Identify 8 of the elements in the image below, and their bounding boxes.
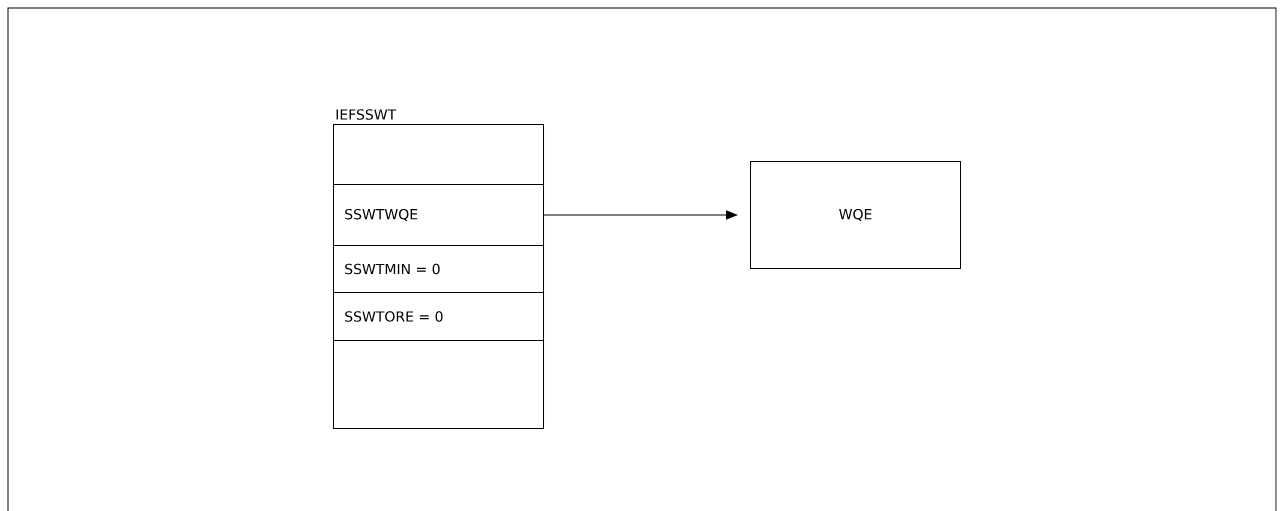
empty-row <box>333 124 544 185</box>
table-row: SSWTWQE <box>333 184 544 246</box>
node-label: IEFSSWT <box>336 109 397 120</box>
arrow <box>543 210 738 220</box>
process-box: WQE <box>750 161 961 269</box>
table-row: SSWTMIN = 0 <box>333 245 544 293</box>
empty-row <box>333 340 544 429</box>
table-row: SSWTORE = 0 <box>333 292 544 341</box>
